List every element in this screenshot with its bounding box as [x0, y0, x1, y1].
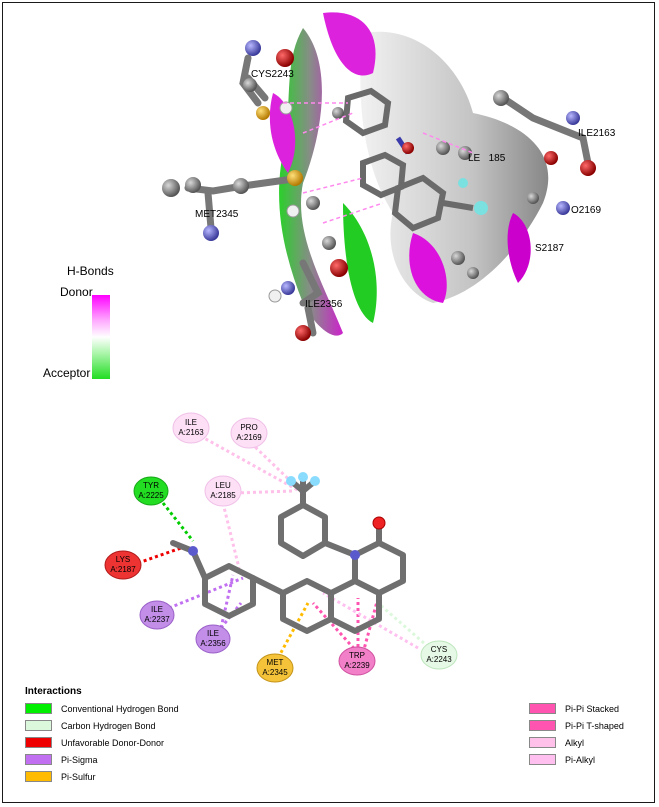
legend-swatch	[25, 720, 52, 731]
legend-swatch	[25, 771, 52, 782]
legend-label: Pi-Pi T-shaped	[565, 721, 624, 731]
residue-ile2163: ILE A:2163	[173, 413, 209, 443]
residue-tyr2225: TYR A:2225	[134, 477, 168, 505]
residue-trp2239: TRP A:2239	[339, 647, 375, 675]
residue-ile2237: ILE A:2237	[140, 601, 174, 629]
residue-name: ILE	[151, 605, 163, 614]
residue-pro2169: PRO A:2169	[231, 418, 267, 448]
interactions-legend-title: Interactions	[25, 686, 82, 697]
residue-cys2243: CYS A:2243	[421, 641, 457, 669]
legend-item-unfavorable-donor-donor: Unfavorable Donor-Donor	[25, 737, 164, 748]
residue-number: A:2356	[200, 639, 226, 648]
legend-label: Pi-Alkyl	[565, 755, 595, 765]
legend-label: Unfavorable Donor-Donor	[61, 738, 164, 748]
legend-swatch	[25, 737, 52, 748]
residue-name: TRP	[349, 651, 365, 660]
residue-name: LYS	[116, 555, 131, 564]
hbond-legend-title: H-Bonds	[67, 264, 114, 278]
residue-number: A:2169	[236, 433, 262, 442]
line-leu2185	[235, 491, 293, 493]
legend-item-alkyl: Alkyl	[529, 737, 584, 748]
line-ile2237	[169, 578, 243, 608]
residue-label-leu2185: LE 185	[468, 153, 506, 164]
legend-swatch	[529, 720, 556, 731]
residue-number: A:2163	[178, 428, 204, 437]
legend-swatch	[529, 754, 556, 765]
line-lys2187	[138, 548, 181, 563]
residue-label-ile2163: ILE2163	[578, 128, 616, 139]
residue-name: ILE	[185, 418, 197, 427]
residue-met2345: MET A:2345	[257, 654, 293, 682]
residue-number: A:2185	[210, 491, 236, 500]
residue-name: MET	[267, 658, 284, 667]
residue-label-o2169: O2169	[571, 205, 601, 216]
residue-leu2185: LEU A:2185	[205, 476, 241, 506]
legend-item-pi-pi-t-shaped: Pi-Pi T-shaped	[529, 720, 624, 731]
hbond-donor-label: Donor	[60, 285, 93, 299]
line-trp2239a	[313, 603, 358, 653]
legend-swatch	[25, 703, 52, 714]
hbond-color-bar	[92, 295, 110, 379]
legend-label: Alkyl	[565, 738, 584, 748]
legend-item-pi-alkyl: Pi-Alkyl	[529, 754, 595, 765]
legend-label: Pi-Pi Stacked	[565, 704, 619, 714]
residue-label-cys2243: CYS2243	[251, 69, 294, 80]
legend-label: Carbon Hydrogen Bond	[61, 721, 156, 731]
residue-number: A:2237	[144, 615, 170, 624]
legend-swatch	[529, 737, 556, 748]
legend-swatch	[25, 754, 52, 765]
hbond-acceptor-label: Acceptor	[43, 366, 90, 380]
protein-surface-green	[343, 203, 377, 323]
line-trp2239c	[363, 598, 378, 653]
residue-number: A:2187	[110, 565, 136, 574]
line-pro2169	[251, 443, 303, 493]
legend-label: Conventional Hydrogen Bond	[61, 704, 179, 714]
residue-number: A:2225	[138, 491, 164, 500]
line-cys2243	[378, 603, 433, 651]
legend-item-pi-sigma: Pi-Sigma	[25, 754, 98, 765]
legend-label: Pi-Sigma	[61, 755, 98, 765]
line-leu2185b	[223, 503, 239, 568]
residue-name: LEU	[215, 481, 231, 490]
legend-item-pi-sulfur: Pi-Sulfur	[25, 771, 96, 782]
line-ile2356b	[221, 603, 241, 628]
line-tyr2225	[163, 503, 193, 541]
residue-name: PRO	[240, 423, 257, 432]
legend-swatch	[529, 703, 556, 714]
line-ile2163	[195, 433, 303, 493]
protein-surface-magenta-top	[323, 12, 376, 75]
residue-label-met2345: MET2345	[195, 209, 239, 220]
residue-number: A:2345	[262, 668, 288, 677]
residue-number: A:2243	[426, 655, 452, 664]
legend-item-pi-pi-stacked: Pi-Pi Stacked	[529, 703, 619, 714]
residue-name: ILE	[207, 629, 219, 638]
line-pialkyl	[323, 593, 418, 648]
residue-number: A:2239	[344, 661, 370, 670]
residue-name: TYR	[143, 481, 159, 490]
residue-name: CYS	[431, 645, 447, 654]
residue-ile2356: ILE A:2356	[196, 625, 230, 653]
legend-label: Pi-Sulfur	[61, 772, 96, 782]
legend-item-conventional-hbond: Conventional Hydrogen Bond	[25, 703, 179, 714]
legend-item-carbon-hbond: Carbon Hydrogen Bond	[25, 720, 156, 731]
residue-lys2187: LYS A:2187	[105, 551, 141, 579]
line-met2345	[278, 603, 308, 658]
residue-label-ile2356: ILE2356	[305, 299, 343, 310]
residue-label-s2187: S2187	[535, 243, 564, 254]
line-ile2356	[221, 575, 233, 628]
